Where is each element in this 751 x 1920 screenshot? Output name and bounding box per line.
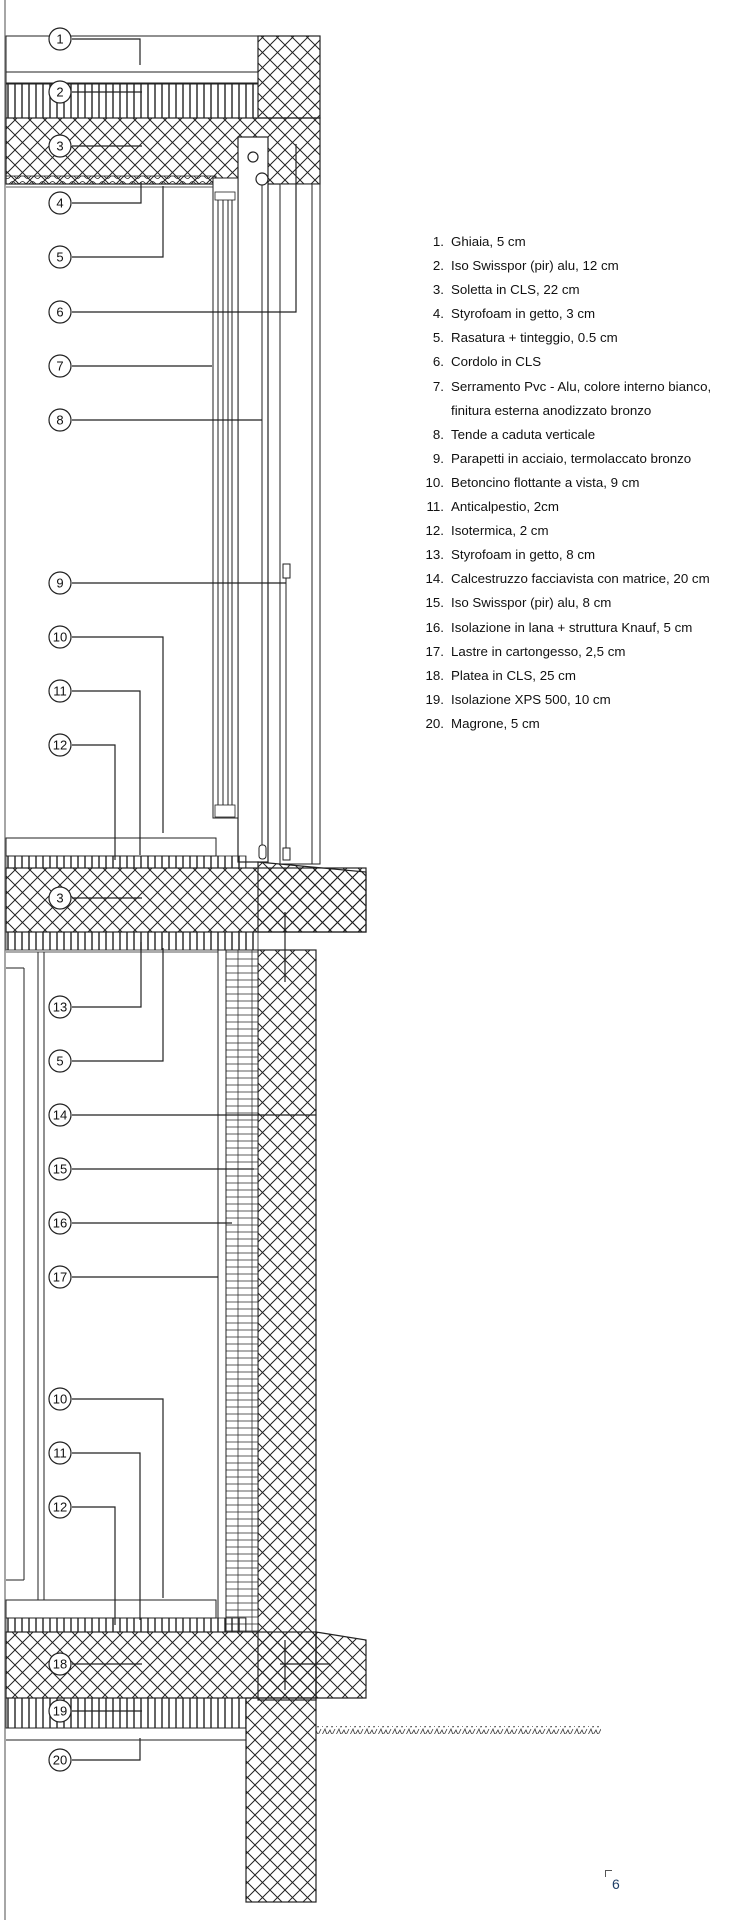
legend-item: 4.Styrofoam in getto, 3 cm (432, 306, 596, 322)
legend-item: 1.Ghiaia, 5 cm (432, 234, 526, 249)
legend-item: 16.Isolazione in lana + struttura Knauf,… (425, 619, 693, 635)
legend-item: 6.Cordolo in CLS (432, 354, 542, 370)
lower-wall (6, 949, 317, 1701)
callout-17: 17 (48, 1265, 72, 1289)
legend-item: 7.Serramento Pvc - Alu, colore interno b… (432, 378, 712, 418)
callout-12-lower: 12 (48, 1495, 72, 1519)
callout-5-lower: 5 (48, 1049, 72, 1073)
callout-14: 14 (48, 1103, 72, 1127)
svg-text:7: 7 (56, 359, 63, 374)
svg-text:14: 14 (53, 1108, 67, 1123)
materials-legend: 1.Ghiaia, 5 cm 2.Iso Swisspor (pir) alu,… (410, 230, 740, 736)
svg-text:9: 9 (56, 576, 63, 591)
svg-text:3: 3 (56, 891, 63, 906)
callout-11-upper: 11 (48, 679, 72, 703)
callout-15: 15 (48, 1157, 72, 1181)
callout-11-lower: 11 (48, 1441, 72, 1465)
callout-bubbles: 1 2 3 4 5 6 7 8 9 10 11 12 3 13 5 14 15 … (48, 27, 72, 1772)
legend-item: 14.Calcestruzzo facciavista con matrice,… (425, 571, 710, 587)
callout-1: 1 (48, 27, 72, 51)
callout-18: 18 (48, 1652, 72, 1676)
svg-text:5: 5 (56, 250, 63, 265)
svg-text:11: 11 (53, 684, 67, 699)
callout-3-floor: 3 (48, 886, 72, 910)
legend-item: 3.Soletta in CLS, 22 cm (432, 282, 580, 298)
callout-12-upper: 12 (48, 733, 72, 757)
legend-item: 20.Magrone, 5 cm (425, 715, 540, 731)
callout-10-upper: 10 (48, 625, 72, 649)
legend-item: 10.Betoncino flottante a vista, 9 cm (425, 474, 640, 490)
svg-text:18: 18 (53, 1657, 67, 1672)
foundation (5, 1599, 601, 1903)
legend-item: 19.Isolazione XPS 500, 10 cm (425, 691, 611, 707)
callout-4: 4 (48, 191, 72, 215)
svg-text:11: 11 (53, 1446, 67, 1461)
svg-text:13: 13 (53, 1000, 67, 1015)
callout-13: 13 (48, 995, 72, 1019)
legend-item: 13.Styrofoam in getto, 8 cm (425, 547, 596, 563)
roof-build-up (5, 35, 321, 188)
window-assembly (212, 136, 321, 865)
callout-5-upper: 5 (48, 245, 72, 269)
page-number: 6 (612, 1876, 620, 1892)
svg-text:15: 15 (53, 1162, 67, 1177)
callout-20: 20 (48, 1748, 72, 1772)
legend-item: 8.Tende a caduta verticale (432, 426, 596, 442)
callout-6: 6 (48, 300, 72, 324)
callout-19: 19 (48, 1699, 72, 1723)
svg-text:10: 10 (53, 1392, 67, 1407)
svg-text:17: 17 (53, 1270, 67, 1285)
callout-16: 16 (48, 1211, 72, 1235)
callout-9: 9 (48, 571, 72, 595)
svg-text:5: 5 (56, 1054, 63, 1069)
svg-text:12: 12 (53, 1500, 67, 1515)
callout-2: 2 (48, 80, 72, 104)
callout-8: 8 (48, 408, 72, 432)
legend-item: 11.Anticalpestio, 2cm (426, 499, 559, 515)
callout-3-roof: 3 (48, 134, 72, 158)
svg-text:10: 10 (53, 630, 67, 645)
corner-mark (605, 1870, 612, 1877)
svg-text:19: 19 (53, 1704, 67, 1719)
legend-item: 2.Iso Swisspor (pir) alu, 12 cm (432, 258, 619, 274)
svg-text:4: 4 (56, 196, 63, 211)
callout-7: 7 (48, 354, 72, 378)
svg-text:8: 8 (56, 413, 63, 428)
legend-item: 18.Platea in CLS, 25 cm (425, 667, 576, 683)
legend-item: 17.Lastre in cartongesso, 2,5 cm (425, 643, 626, 659)
svg-text:20: 20 (53, 1753, 67, 1768)
callout-10-lower: 10 (48, 1387, 72, 1411)
svg-text:1: 1 (56, 32, 63, 47)
callout-leaders (72, 38, 316, 1761)
svg-text:16: 16 (53, 1216, 67, 1231)
legend-item: 15.Iso Swisspor (pir) alu, 8 cm (425, 595, 612, 611)
svg-text:12: 12 (53, 738, 67, 753)
svg-text:3: 3 (56, 139, 63, 154)
legend-item: 12.Isotermica, 2 cm (425, 523, 549, 539)
svg-text:2: 2 (56, 85, 63, 100)
legend-item: 9.Parapetti in acciaio, termolaccato bro… (432, 450, 692, 466)
svg-text:6: 6 (56, 305, 63, 320)
legend-item: 5.Rasatura + tinteggio, 0.5 cm (432, 330, 618, 346)
